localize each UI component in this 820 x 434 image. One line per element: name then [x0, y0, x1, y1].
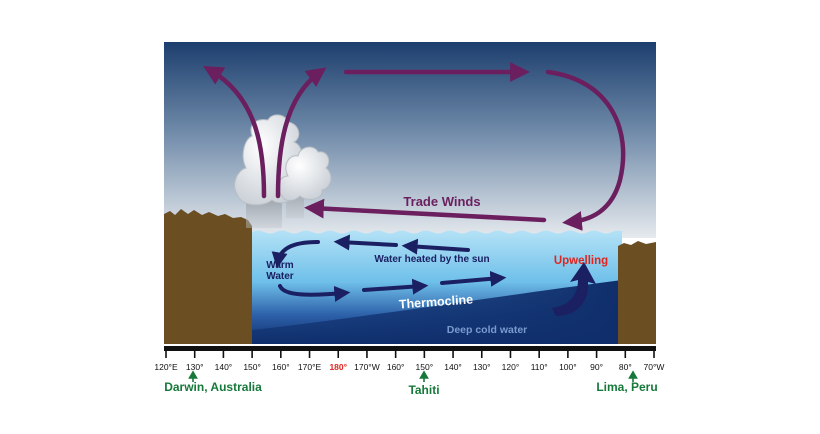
tick-label: 110° — [531, 362, 548, 372]
tick-label: 130° — [473, 362, 491, 372]
surface-arrow-1 — [401, 238, 470, 255]
rising-air-right-arrow — [275, 67, 327, 199]
up-arrow-icon — [552, 262, 596, 316]
land-peru — [618, 241, 656, 344]
surface-arrow-2 — [333, 234, 398, 251]
water-circulation — [271, 234, 507, 302]
return-arrow-1 — [278, 284, 351, 302]
location-lima: Lima, Peru — [596, 380, 657, 394]
longitude-scale: 120°E 130° 140° 150° 160° 170°E 180° 170°W 160° 1… — [154, 346, 664, 372]
descending-air-arrow — [545, 69, 626, 231]
water-heated-label: Water heated by the sun — [374, 254, 489, 265]
cloud-icon — [234, 114, 332, 206]
upwelling-label: Upwelling — [554, 255, 608, 267]
lima-arrow-icon — [628, 370, 638, 382]
darwin-arrow-icon — [188, 370, 198, 382]
deep-cold-water-label: Deep cold water — [447, 324, 528, 336]
tick-label: 150° — [416, 362, 434, 372]
tick-label: 140° — [215, 362, 233, 372]
tick-label: 130° — [186, 362, 204, 372]
warm-water-label-line2: Water — [266, 271, 294, 282]
tick-label: 150° — [243, 362, 261, 372]
tick-label: 160° — [272, 362, 290, 372]
scale-bar — [164, 346, 656, 351]
tick-label: 120° — [502, 362, 520, 372]
tahiti-arrow-icon — [419, 370, 429, 382]
tick-labels: 120°E 130° 140° 150° 160° 170°E 180° 170°W 160° 1… — [154, 362, 664, 372]
return-arrow-3 — [440, 270, 507, 287]
land-australia — [164, 209, 252, 344]
deep-cold-water-layer — [252, 280, 622, 344]
thermocline-label: Thermocline — [398, 292, 473, 311]
location-markers: Darwin, Australia Tahiti Lima, Peru — [164, 370, 658, 397]
warm-water-label-line1: Warm — [266, 260, 294, 271]
surface-arrow-3 — [271, 240, 320, 269]
location-darwin: Darwin, Australia — [164, 380, 262, 394]
tick-label: 180° — [329, 362, 347, 372]
tick-label: 70°W — [644, 362, 665, 372]
tick-label: 80° — [619, 362, 632, 372]
tick-label: 160° — [387, 362, 405, 372]
return-arrow-2 — [362, 278, 429, 295]
tick-label: 90° — [590, 362, 603, 372]
tick-label: 140° — [444, 362, 462, 372]
tick-marks — [165, 346, 655, 358]
trade-winds-label: Trade Winds — [403, 194, 480, 209]
tick-label: 100° — [559, 362, 577, 372]
trade-winds-arrow — [304, 198, 547, 223]
location-tahiti: Tahiti — [408, 383, 439, 397]
tick-label: 170°W — [354, 362, 380, 372]
rising-air-left-arrow — [203, 66, 267, 199]
tick-label: 170°E — [298, 362, 322, 372]
air-circulation — [203, 62, 626, 231]
tick-label: 120°E — [154, 362, 178, 372]
